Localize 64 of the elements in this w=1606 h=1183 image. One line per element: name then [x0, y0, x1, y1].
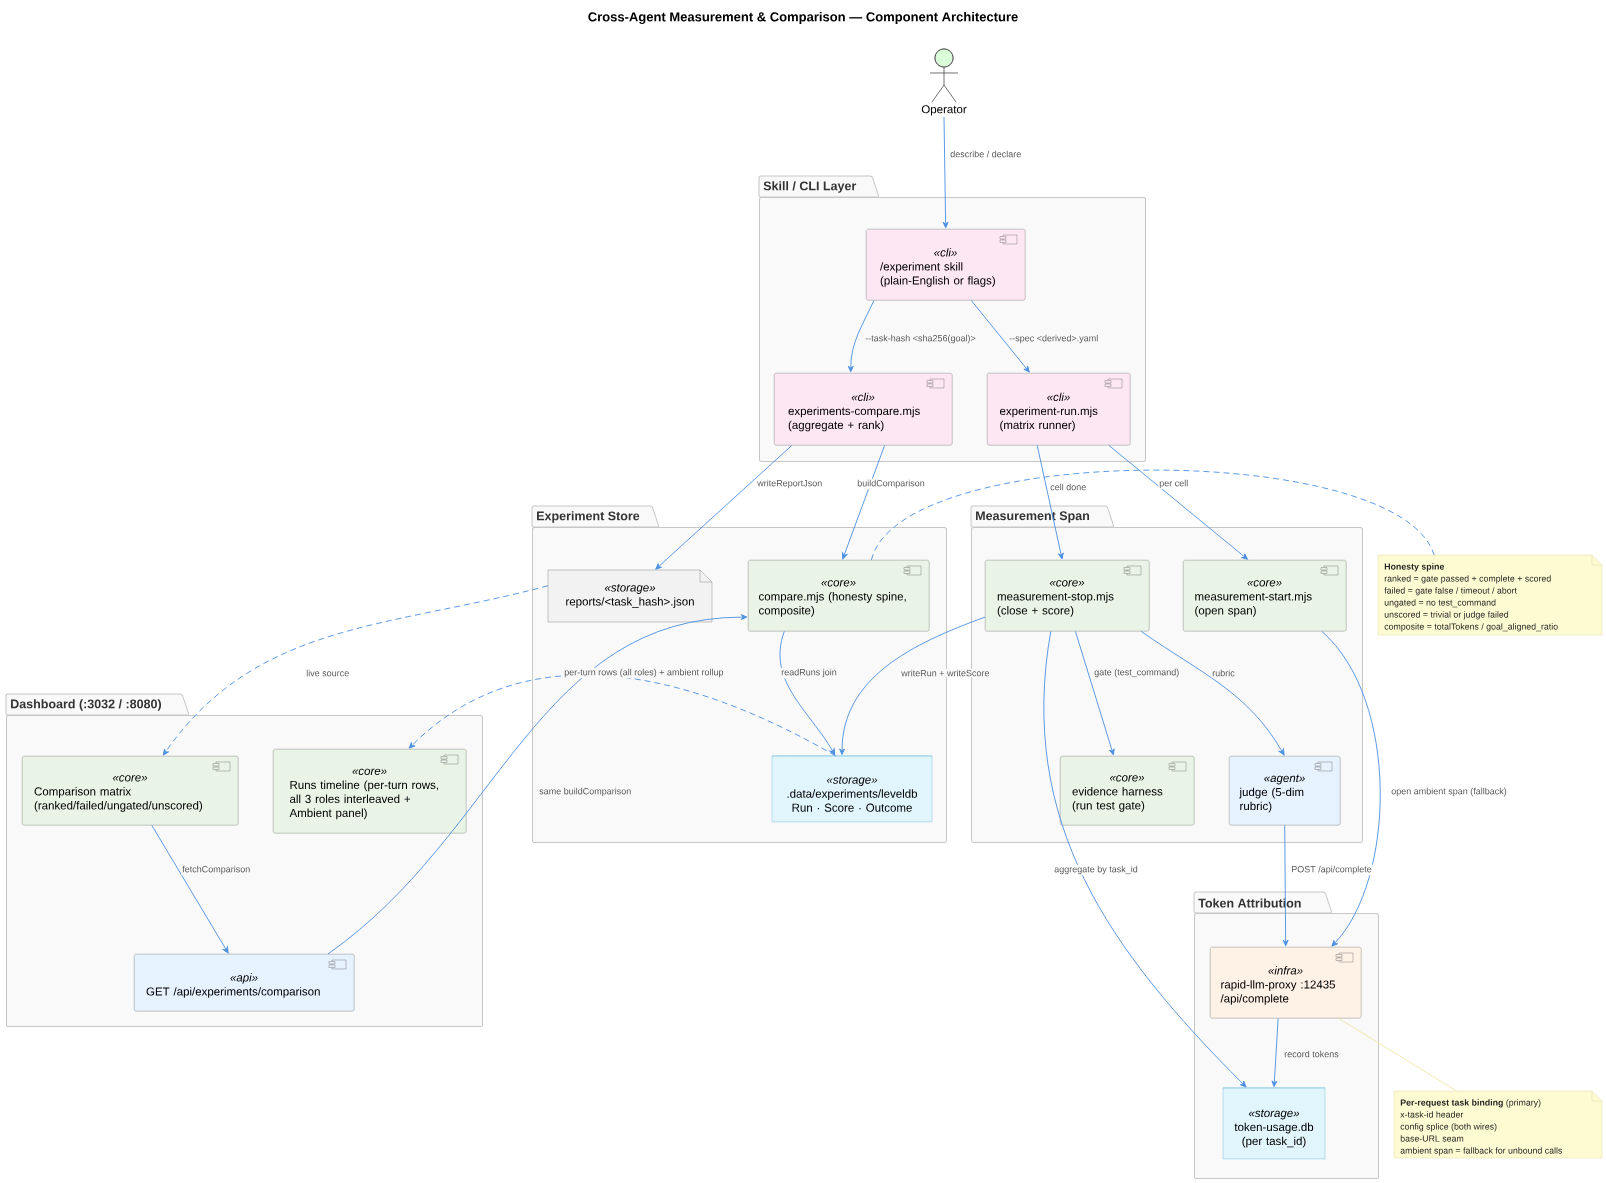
edge-label: POST /api/complete: [1290, 864, 1373, 876]
node-label: Operator: [921, 105, 967, 116]
component-box: «cli» experiment-run.mjs (matrix runner): [987, 373, 1131, 446]
edge-label: gate (test_command): [1093, 667, 1181, 679]
arrow: [151, 824, 229, 954]
document-box: «storage» reports/<task_hash>.json: [547, 569, 713, 623]
arrow: [779, 630, 836, 756]
arrow: [841, 444, 886, 560]
arrow: [327, 614, 748, 955]
edge-label: open ambient span (fallback): [1390, 786, 1508, 798]
component-box: «core» evidence harness (run test gate): [1060, 755, 1195, 826]
edge-label: record tokens: [1283, 1049, 1340, 1059]
edge-label: describe / declare: [949, 149, 1023, 159]
arrow: [1036, 444, 1064, 560]
component-box: «core» Runs timeline (per-turn rows, all 3 roles interleaved + Ambient panel): [273, 748, 467, 834]
edge-label: live source: [305, 668, 351, 678]
node-label: Dashboard (:3032 / :8080): [11, 699, 162, 711]
component-box: «core» compare.mjs (honesty spine, composite): [748, 559, 930, 632]
database-cylinder: «storage» .data/experiments/leveldb Run · Score · Outcome: [771, 755, 933, 823]
component-box: «agent» judge (5-dim rubric): [1229, 755, 1341, 826]
arrow: [970, 299, 1030, 373]
arrow: [1043, 630, 1247, 1088]
edge-label: writeRun + writeScore: [900, 668, 991, 678]
edge-label: per-turn rows (all roles) + ambient rollup: [563, 667, 725, 679]
component-box: «core» Comparison matrix (ranked/failed/ungated/unscored): [22, 755, 239, 826]
edge-label: --task-hash <sha256(goal)>: [864, 333, 977, 345]
connector-line: [1338, 1017, 1457, 1092]
component-box: «core» measurement-start.mjs (open span): [1183, 559, 1347, 632]
diagram-title: Cross-Agent Measurement & Comparison — Component Architecture: [588, 11, 1018, 25]
edge-label: same buildComparison: [538, 786, 633, 798]
arrow: [1140, 630, 1285, 756]
arrow: [1271, 1017, 1279, 1088]
arrow: [1321, 630, 1381, 947]
edge-label: readRuns join: [780, 667, 838, 679]
edge-label: rubric: [1211, 668, 1236, 678]
component-box: «infra» rapid-llm-proxy :12435 /api/complete: [1210, 946, 1362, 1019]
edge-label: buildComparison: [856, 478, 926, 490]
node-label: Measurement Span: [976, 511, 1090, 523]
arrow: [1282, 824, 1289, 947]
node-label: Skill / CLI Layer: [763, 181, 857, 193]
database-cylinder: «storage» token-usage.db (per task_id): [1222, 1087, 1326, 1160]
component-box: «api» GET /api/experiments/comparison: [134, 954, 355, 1012]
arrow: [655, 444, 793, 570]
actor: Operator: [921, 48, 967, 116]
edge-label: per cell: [1158, 478, 1190, 490]
component-box: «cli» experiments-compare.mjs (aggregate + rank): [774, 373, 953, 446]
edge-label: writeReportJson: [756, 478, 824, 490]
arrow: [942, 116, 949, 229]
component-box: «core» measurement-stop.mjs (close + score): [985, 559, 1150, 632]
arrow: [1075, 630, 1115, 756]
edge-label: cell done: [1049, 482, 1088, 492]
note: Per-request task binding (primary) x-task-id header config splice (both wires) base-URL seam ambient span = fallback for unbound calls: [1393, 1090, 1603, 1159]
node-label: Experiment Store: [537, 511, 640, 523]
component-box: «cli» /experiment skill (plain-English or flags): [866, 229, 1026, 301]
connector-line: [870, 469, 1435, 561]
arrow: [162, 585, 549, 756]
arrow: [1108, 444, 1248, 560]
note: Honesty spine ranked = gate passed + complete + scored failed = gate false / timeout / abort ungated = no test_command unscored = trivial or judge failed composite = totalTokens / goal_aligned_ratio: [1377, 554, 1603, 636]
arrow: [839, 616, 986, 756]
arrow: [847, 299, 875, 373]
edge-label: --spec <derived>.yaml: [1008, 333, 1100, 345]
edge-label: fetchComparison: [181, 864, 252, 876]
edge-label: aggregate by task_id: [1053, 864, 1139, 876]
arrow: [408, 674, 836, 757]
